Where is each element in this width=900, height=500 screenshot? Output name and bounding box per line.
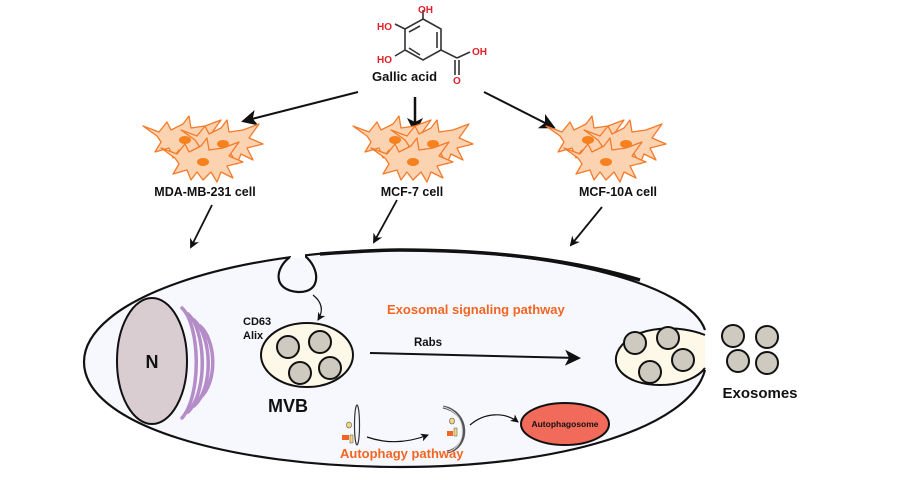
exosome <box>726 349 750 373</box>
arrow-to-mda-mb-231 <box>241 91 359 126</box>
phagophore-engulfing <box>442 405 466 454</box>
arrow-mda-to-cell <box>190 204 213 249</box>
arrow-to-autophagosome <box>469 414 519 426</box>
atom-oh-left: HO <box>377 22 392 33</box>
atom-oh-acid: OH <box>472 47 487 58</box>
rabs-arrow <box>369 349 581 366</box>
benzene-ring <box>404 18 442 61</box>
intraluminal-vesicle <box>288 361 312 385</box>
arrow-endocytosis-to-mvb <box>312 294 326 321</box>
endocytic-invagination <box>277 255 318 294</box>
atom-oh-bottom-left: HO <box>377 55 392 66</box>
exosome <box>755 351 779 375</box>
autophagy-pathway-label: Autophagy pathway <box>340 446 464 461</box>
autophagosome <box>520 402 610 446</box>
autophagosome-label: Autophagosome <box>531 419 598 429</box>
intraluminal-vesicle <box>308 330 332 354</box>
fusing-mvb <box>615 326 706 387</box>
arrow-to-mcf-10a <box>483 91 556 129</box>
arrow-phagophore-to-engulfing <box>366 433 429 443</box>
bond-carboxyl <box>440 49 458 59</box>
mda-mb-231-cell-cluster <box>143 116 263 182</box>
phagophore-initial <box>342 404 361 446</box>
golgi-apparatus <box>180 306 215 420</box>
bond-oh-bottom-left <box>394 49 406 57</box>
exosome <box>721 324 745 348</box>
exosome <box>755 325 779 349</box>
exosomes-label: Exosomes <box>722 385 797 402</box>
exosomes <box>721 324 779 375</box>
marker-alix: Alix <box>243 330 264 342</box>
gallic-acid-structure <box>394 10 471 75</box>
intraluminal-vesicle <box>318 356 342 380</box>
mcf-10a-cell-cluster <box>546 116 666 182</box>
compound-label: Gallic acid <box>372 69 437 84</box>
mvb-label: MVB <box>268 396 308 416</box>
exosomal-pathway-label: Exosomal signaling pathway <box>387 302 565 317</box>
cell-line-label-mcf-10a: MCF-10A cell <box>579 185 657 199</box>
bond-oh-left <box>394 23 406 30</box>
nucleus-label: N <box>146 352 159 372</box>
arrow-mcf10a-to-cell <box>569 206 603 247</box>
arrow-mcf7-to-cell <box>373 199 398 244</box>
atom-o-carbonyl: O <box>453 76 461 87</box>
rabs-label: Rabs <box>414 337 442 349</box>
intraluminal-vesicle <box>276 335 300 359</box>
mvb <box>260 322 354 388</box>
cell-line-label-mcf-7: MCF-7 cell <box>381 185 444 199</box>
cell-line-label-mda-mb-231: MDA-MB-231 cell <box>154 185 255 199</box>
mcf-7-cell-cluster <box>353 116 473 182</box>
marker-cd63: CD63 <box>243 316 271 328</box>
nucleus <box>116 297 188 425</box>
atom-oh-top: OH <box>418 5 433 16</box>
